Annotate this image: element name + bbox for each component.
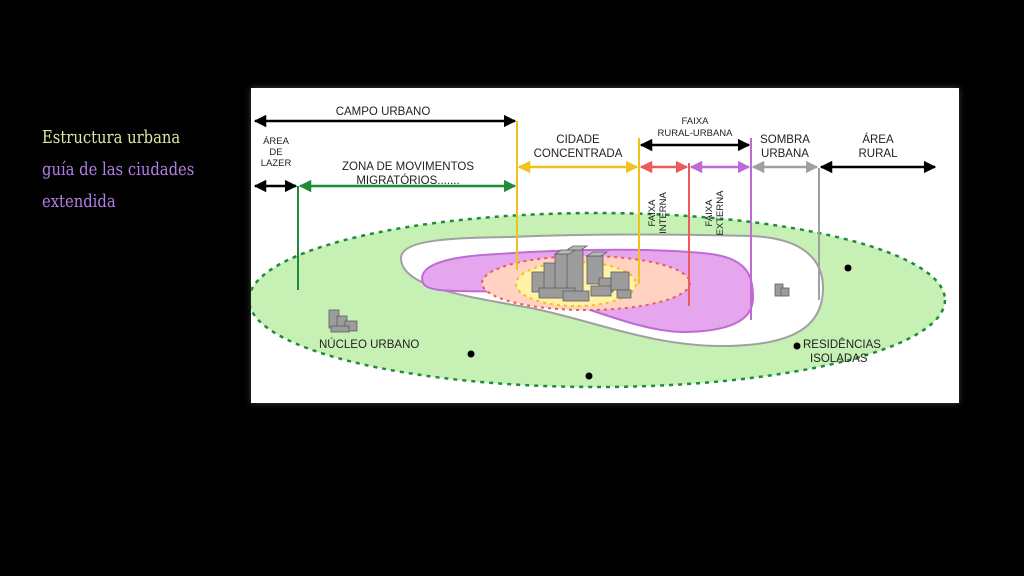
label-faixa-rural-urbana-2: RURAL-URBANA bbox=[658, 128, 734, 139]
label-faixa-externa-2: EXTERNA bbox=[715, 190, 726, 236]
label-cidade-concentrada-1: CIDADE bbox=[556, 134, 600, 146]
label-campo-urbano: CAMPO URBANO bbox=[336, 106, 431, 118]
sombra-urbana-buildings-icon bbox=[774, 283, 790, 297]
urban-structure-diagram: CAMPO URBANO ÁREA DE LAZER ZONA DE MOVIM… bbox=[251, 88, 959, 403]
label-area-rural-1: ÁREA bbox=[862, 133, 894, 146]
vertical-guide-lines bbox=[297, 121, 820, 320]
label-area-lazer-1: ÁREA bbox=[263, 136, 290, 147]
label-nucleo-urbano: NÚCLEO URBANO bbox=[319, 338, 419, 351]
label-sombra-urbana-1: SOMBRA bbox=[760, 134, 810, 146]
label-faixa-externa: FAIXA EXTERNA bbox=[704, 190, 726, 236]
slide-title: Estructura urbana guía de las ciudades e… bbox=[42, 122, 242, 218]
label-zona-movimentos-1: ZONA DE MOVIMENTOS bbox=[342, 161, 474, 173]
title-line-3: extendida bbox=[42, 191, 116, 212]
label-faixa-interna-1: FAIXA bbox=[647, 199, 658, 227]
label-cidade-concentrada-2: CONCENTRADA bbox=[534, 148, 623, 160]
label-area-lazer-3: LAZER bbox=[261, 158, 292, 169]
title-line-1: Estructura urbana bbox=[42, 127, 181, 148]
label-faixa-interna-2: INTERNA bbox=[658, 191, 669, 233]
label-zona-movimentos-2: MIGRATÓRIOS....... bbox=[356, 174, 459, 187]
city-center-buildings-icon bbox=[531, 245, 632, 302]
label-sombra-urbana-2: URBANA bbox=[761, 148, 809, 160]
label-faixa-interna: FAIXA INTERNA bbox=[647, 191, 669, 233]
isolated-residence-dots bbox=[467, 264, 852, 380]
label-faixa-rural-urbana-1: FAIXA bbox=[682, 116, 710, 127]
label-area-lazer-2: DE bbox=[269, 147, 282, 158]
label-faixa-externa-1: FAIXA bbox=[704, 199, 715, 227]
label-residencias-1: RESIDÊNCIAS bbox=[803, 338, 881, 351]
label-area-rural-2: RURAL bbox=[859, 148, 899, 160]
title-line-2: guía de las ciudades bbox=[42, 159, 195, 180]
nucleo-urbano-buildings-icon bbox=[328, 309, 358, 333]
label-residencias-2: ISOLADAS bbox=[810, 353, 868, 365]
